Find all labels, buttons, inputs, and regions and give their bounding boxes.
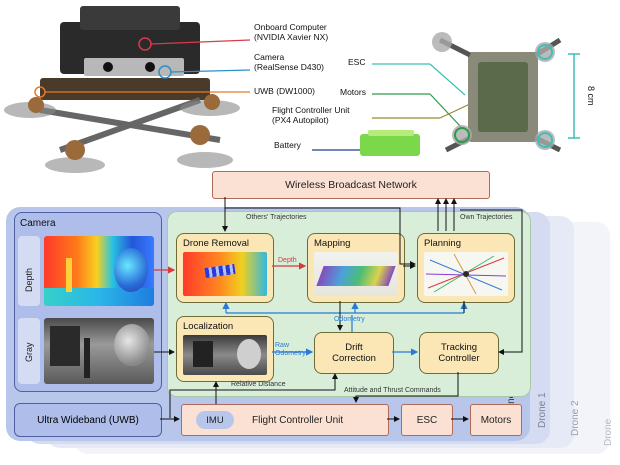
- wireless-broadcast-network[interactable]: Wireless Broadcast Network: [212, 171, 490, 199]
- others-trajectories-label: Others' Trajectories: [246, 214, 307, 221]
- drift-correction-line1: Drift: [345, 342, 363, 353]
- drone-removal-title: Drone Removal: [183, 238, 249, 249]
- planning-trajectories: [425, 253, 507, 295]
- gray-image: [44, 318, 154, 384]
- imu-box[interactable]: IMU: [196, 411, 234, 429]
- motors-box[interactable]: Motors: [470, 404, 522, 436]
- uwb-hw-label: UWB (DW1000): [254, 86, 315, 96]
- mapping-image: [314, 252, 398, 296]
- planning-module[interactable]: Planning: [417, 233, 515, 303]
- planning-title: Planning: [424, 238, 461, 249]
- drift-correction-module[interactable]: Drift Correction: [314, 332, 394, 374]
- drone-photo-left: [0, 0, 251, 196]
- depth-image: [44, 236, 154, 306]
- tracking-controller-line2: Controller: [438, 353, 480, 364]
- drone-removal-module[interactable]: Drone Removal: [176, 233, 274, 303]
- camera-hw-label: Camera(RealSense D430): [254, 52, 324, 72]
- battery-hw-label: Battery: [274, 140, 301, 150]
- relative-distance-label: Relative Distance: [231, 381, 286, 388]
- flight-controller-box[interactable]: IMU Flight Controller Unit: [181, 404, 389, 436]
- depth-tab: [18, 236, 40, 306]
- depth-edge-label: Depth: [278, 257, 297, 264]
- camera-panel-title: Camera: [20, 218, 56, 229]
- size-label: 8 cm: [586, 86, 596, 106]
- localization-module[interactable]: Localization: [176, 316, 274, 382]
- mapping-title: Mapping: [314, 238, 351, 249]
- flight-controller-label: Flight Controller Unit: [252, 414, 344, 426]
- uwb-box[interactable]: Ultra Wideband (UWB): [14, 403, 162, 437]
- drift-correction-line2: Correction: [332, 353, 376, 364]
- motors-hw-label: Motors: [340, 87, 366, 97]
- attitude-thrust-label: Attitude and Thrust Commands: [344, 387, 441, 394]
- tracking-controller-module[interactable]: Tracking Controller: [419, 332, 499, 374]
- tracking-controller-line1: Tracking: [440, 342, 478, 353]
- localization-image: [183, 335, 267, 375]
- own-trajectories-label: Own Trajectories: [460, 214, 513, 221]
- gray-tab: [18, 318, 40, 384]
- fcu-hw-label: Flight Controller Unit(PX4 Autopilot): [272, 105, 350, 125]
- esc-hw-label: ESC: [348, 57, 366, 67]
- esc-box[interactable]: ESC: [401, 404, 453, 436]
- drone-photo-left-graphic: [4, 6, 251, 173]
- localization-title: Localization: [183, 321, 234, 332]
- planning-image: [424, 252, 508, 296]
- hardware-pointers: [312, 32, 580, 156]
- odometry-label: Odometry: [334, 316, 365, 323]
- drone-removal-image: [183, 252, 267, 296]
- mapping-module[interactable]: Mapping: [307, 233, 405, 303]
- onboard-computer-label: Onboard Computer(NVIDIA Xavier NX): [254, 22, 329, 42]
